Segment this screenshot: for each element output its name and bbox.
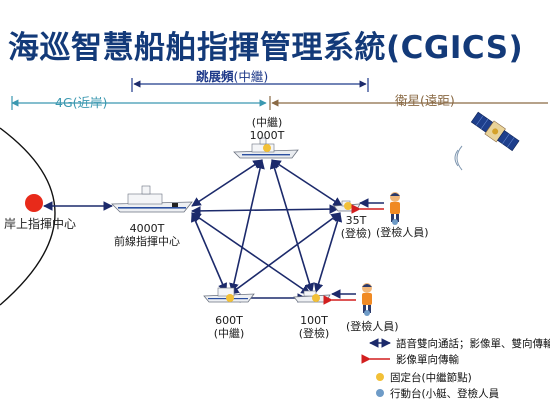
node-4000t-tonnage: 4000T (129, 222, 165, 235)
satellite-range-bar (269, 96, 548, 110)
legend-mobile-label: 行動台(小艇、登檢人員 (390, 386, 510, 401)
node-1000t-role: (中繼) (251, 116, 283, 129)
node-600t-tonnage: 600T (215, 314, 243, 327)
shoreline-arc (0, 127, 56, 306)
shore-command-dot (25, 194, 43, 212)
node-1000t-label: (中繼) 1000T (244, 116, 290, 142)
node-4000t-role: 前線指揮中心 (114, 235, 180, 248)
inspector-person-icon-1 (390, 192, 400, 225)
inspector-label-100t: (登檢人員) (346, 320, 399, 333)
inspector-label-35t: (登檢人員) (376, 226, 429, 239)
signal-waves-icon (454, 145, 463, 171)
node-35t-tonnage: 35T (345, 214, 367, 227)
page-title: 海巡智慧船舶指揮管理系統(CGICS) (8, 30, 524, 66)
node-600t-label: 600T (中繼) (206, 314, 252, 340)
relay-range-label: 跳展頻(中繼) (196, 66, 268, 85)
shore-command-label: 岸上指揮中心 (4, 217, 77, 231)
mobile-node-dot-35t (344, 202, 352, 210)
satellite-icon (470, 111, 520, 152)
fixed-node-dot-600t (226, 294, 234, 302)
relay-label-main: 跳展頻 (196, 69, 234, 84)
fixed-node-dot-1000t (263, 144, 271, 152)
mobile-node-dot-100t (312, 294, 320, 302)
legend-voice-label: 語音雙向通話；影像單、雙向傳輸 (396, 338, 550, 350)
inspector-link-35t (351, 198, 384, 214)
node-4000t-label: 4000T 前線指揮中心 (104, 222, 190, 248)
legend-fixed-dot (376, 373, 384, 381)
node-600t-role: (中繼) (213, 327, 245, 340)
network-links (191, 159, 343, 303)
4g-range-bar (11, 96, 267, 110)
node-35t-role: (登檢) (340, 227, 372, 240)
inspector-link-100t (323, 289, 356, 305)
node-100t-label: 100T (登檢) (292, 314, 336, 340)
node-100t-role: (登檢) (298, 327, 330, 340)
ship-4000t-icon (111, 185, 193, 213)
boat-100t-icon (293, 290, 331, 303)
node-35t-label: 35T (登檢) (336, 214, 376, 240)
satellite-range-label: 衛星(遠距) (395, 93, 455, 108)
legend-mobile-dot (376, 389, 384, 397)
node-1000t-tonnage: 1000T (249, 129, 285, 142)
legend-video-label: 影像單向傳輸 (396, 354, 459, 366)
relay-range-bar (131, 78, 369, 92)
legend-fixed-label: 固定台(中繼節點) (390, 370, 510, 385)
4g-range-label: 4G(近岸) (55, 95, 108, 110)
relay-label-sub: (中繼) (233, 69, 269, 84)
inspector-person-icon-2 (362, 283, 372, 316)
node-100t-tonnage: 100T (300, 314, 328, 327)
